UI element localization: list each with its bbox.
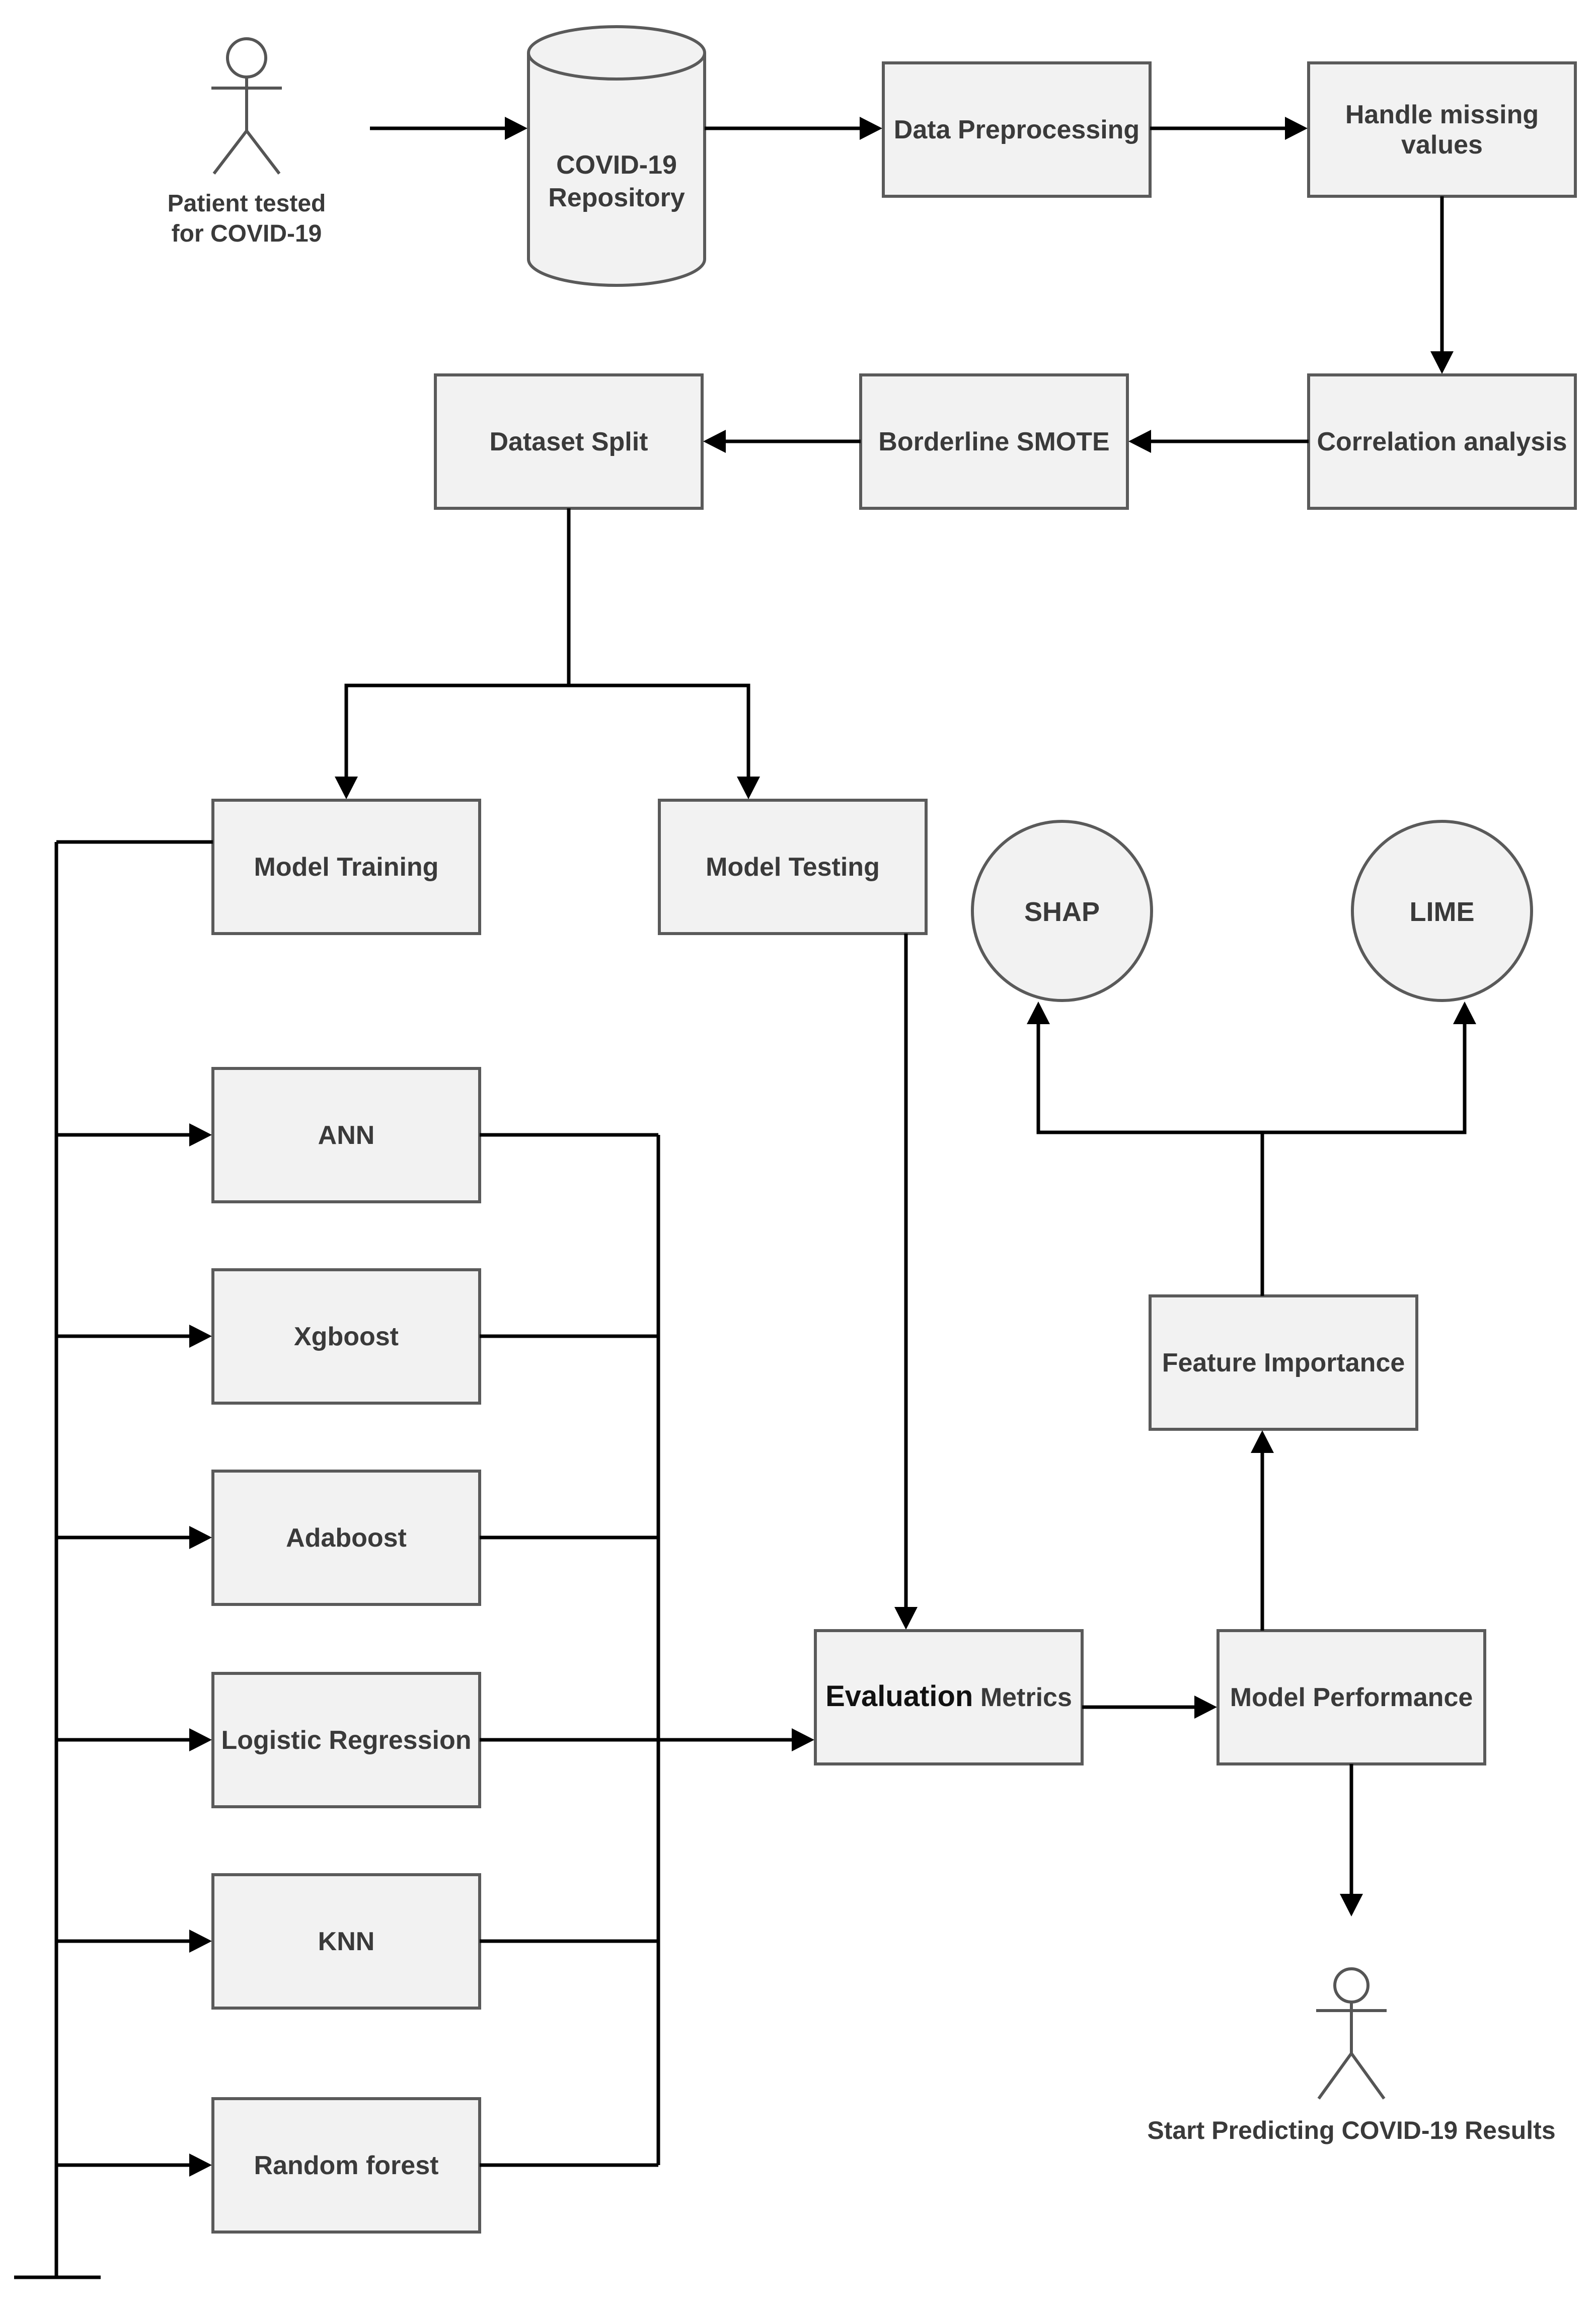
patient-actor-label-line1: Patient tested (168, 190, 326, 217)
shap-circle: SHAP (971, 820, 1153, 1002)
arrowhead-icon (189, 1526, 212, 1549)
dataset-split-box: Dataset Split (434, 373, 704, 510)
handle-missing-label-line1: Handle missing (1345, 100, 1539, 129)
arrowhead-icon (189, 1123, 212, 1146)
arrowhead-icon (189, 1325, 212, 1348)
arrowhead-icon (860, 117, 882, 140)
arrow-feature-to-lime (1262, 1022, 1467, 1134)
evaluation-metrics-box: Evaluation Metrics (814, 1629, 1084, 1765)
model-box-knn: KNN (211, 1873, 481, 2010)
connectors (14, 117, 1476, 2279)
patient-actor-label-line2: for COVID-19 (172, 220, 322, 247)
arrowhead-icon (1194, 1696, 1217, 1719)
arrowhead-icon (703, 430, 726, 453)
model-label-random-forest: Random forest (254, 2151, 439, 2180)
arrowhead-icon (1430, 351, 1454, 374)
evaluation-bold-text: Evaluation (825, 1680, 973, 1713)
model-label-logistic-regression: Logistic Regression (221, 1726, 472, 1755)
data-preprocessing-box: Data Preprocessing (882, 61, 1152, 198)
model-label-adaboost: Adaboost (286, 1523, 407, 1553)
end-user-actor: Start Predicting COVID-19 Results (1147, 1967, 1556, 2144)
correlation-analysis-box: Correlation analysis (1307, 373, 1577, 510)
arrowhead-icon (792, 1728, 814, 1751)
handle-missing-values-box: Handle missing values (1307, 61, 1577, 198)
repository-label-line1: COVID-19 (556, 150, 677, 180)
model-testing-box: Model Testing (658, 799, 928, 935)
model-box-xgboost: Xgboost (211, 1268, 481, 1405)
arrow-split-to-testing (569, 683, 750, 780)
data-preprocessing-label: Data Preprocessing (894, 115, 1139, 144)
borderline-smote-box: Borderline SMOTE (859, 373, 1129, 510)
arrow-split-to-training (344, 683, 569, 780)
handle-missing-label-line2: values (1401, 130, 1483, 160)
covid-repository-cylinder: COVID-19 Repository (527, 25, 706, 287)
arrowhead-icon (894, 1607, 918, 1630)
arrowhead-icon (1285, 117, 1308, 140)
model-box-adaboost: Adaboost (211, 1470, 481, 1606)
arrowhead-icon (335, 777, 358, 799)
dataset-split-label: Dataset Split (490, 427, 648, 456)
model-label-xgboost: Xgboost (294, 1322, 399, 1351)
lime-circle: LIME (1351, 820, 1533, 1002)
patient-actor: Patient tested for COVID-19 (168, 37, 326, 247)
arrowhead-icon (1128, 430, 1151, 453)
model-box-ann: ANN (211, 1067, 481, 1203)
arrowhead-icon (1027, 1002, 1050, 1024)
feature-importance-box: Feature Importance (1149, 1294, 1418, 1431)
model-testing-label: Model Testing (706, 853, 880, 882)
evaluation-metrics-label: Evaluation Metrics (825, 1680, 1072, 1713)
arrowhead-icon (189, 2154, 212, 2177)
model-training-label: Model Training (254, 853, 439, 882)
arrow-feature-to-shap (1036, 1022, 1262, 1134)
arrowhead-icon (189, 1728, 212, 1751)
model-box-logistic-regression: Logistic Regression (211, 1672, 481, 1808)
arrowhead-icon (505, 117, 527, 140)
lime-label: LIME (1410, 897, 1475, 927)
model-label-knn: KNN (318, 1927, 375, 1956)
repository-label-line2: Repository (548, 183, 685, 212)
end-user-label: Start Predicting COVID-19 Results (1147, 2116, 1555, 2144)
model-label-ann: ANN (318, 1121, 375, 1150)
model-training-box: Model Training (211, 799, 481, 935)
borderline-smote-label: Borderline SMOTE (878, 427, 1109, 456)
arrowhead-icon (1251, 1430, 1274, 1453)
correlation-analysis-label: Correlation analysis (1317, 427, 1567, 456)
arrowhead-icon (1453, 1002, 1476, 1024)
model-box-random-forest: Random forest (211, 2097, 481, 2234)
arrowhead-icon (1340, 1894, 1363, 1916)
evaluation-metrics-text: Metrics (973, 1683, 1072, 1712)
feature-importance-label: Feature Importance (1162, 1348, 1405, 1377)
arrowhead-icon (189, 1930, 212, 1953)
model-performance-box: Model Performance (1217, 1629, 1486, 1765)
arrowhead-icon (737, 777, 760, 799)
shap-label: SHAP (1024, 897, 1100, 927)
model-performance-label: Model Performance (1230, 1683, 1473, 1712)
